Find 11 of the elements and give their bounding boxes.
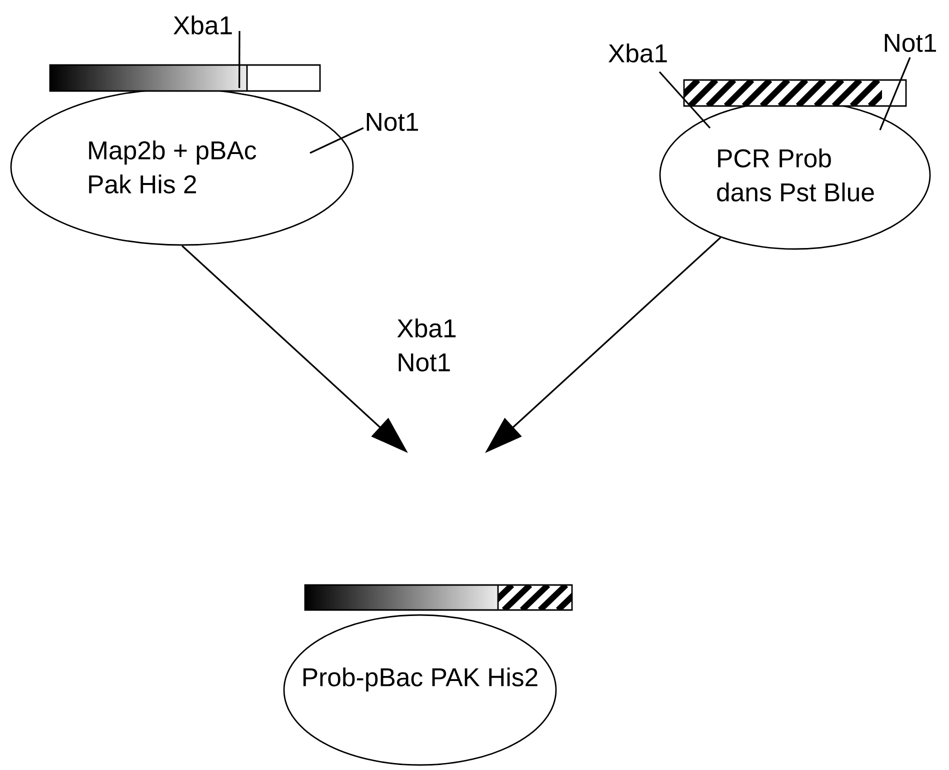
site-label: Xba1 — [174, 16, 232, 34]
leader-line — [310, 127, 364, 154]
dna-bar — [683, 79, 907, 107]
site-label: Not1 — [366, 113, 418, 131]
site-label: Xba1 — [608, 44, 667, 62]
leader-line — [238, 31, 240, 88]
site-label: Not1 — [884, 34, 936, 52]
enzyme-label: Xba1 Not1 — [397, 318, 456, 372]
leader-line — [658, 71, 711, 129]
dna-bar — [304, 584, 573, 611]
dna-bar — [49, 64, 321, 92]
